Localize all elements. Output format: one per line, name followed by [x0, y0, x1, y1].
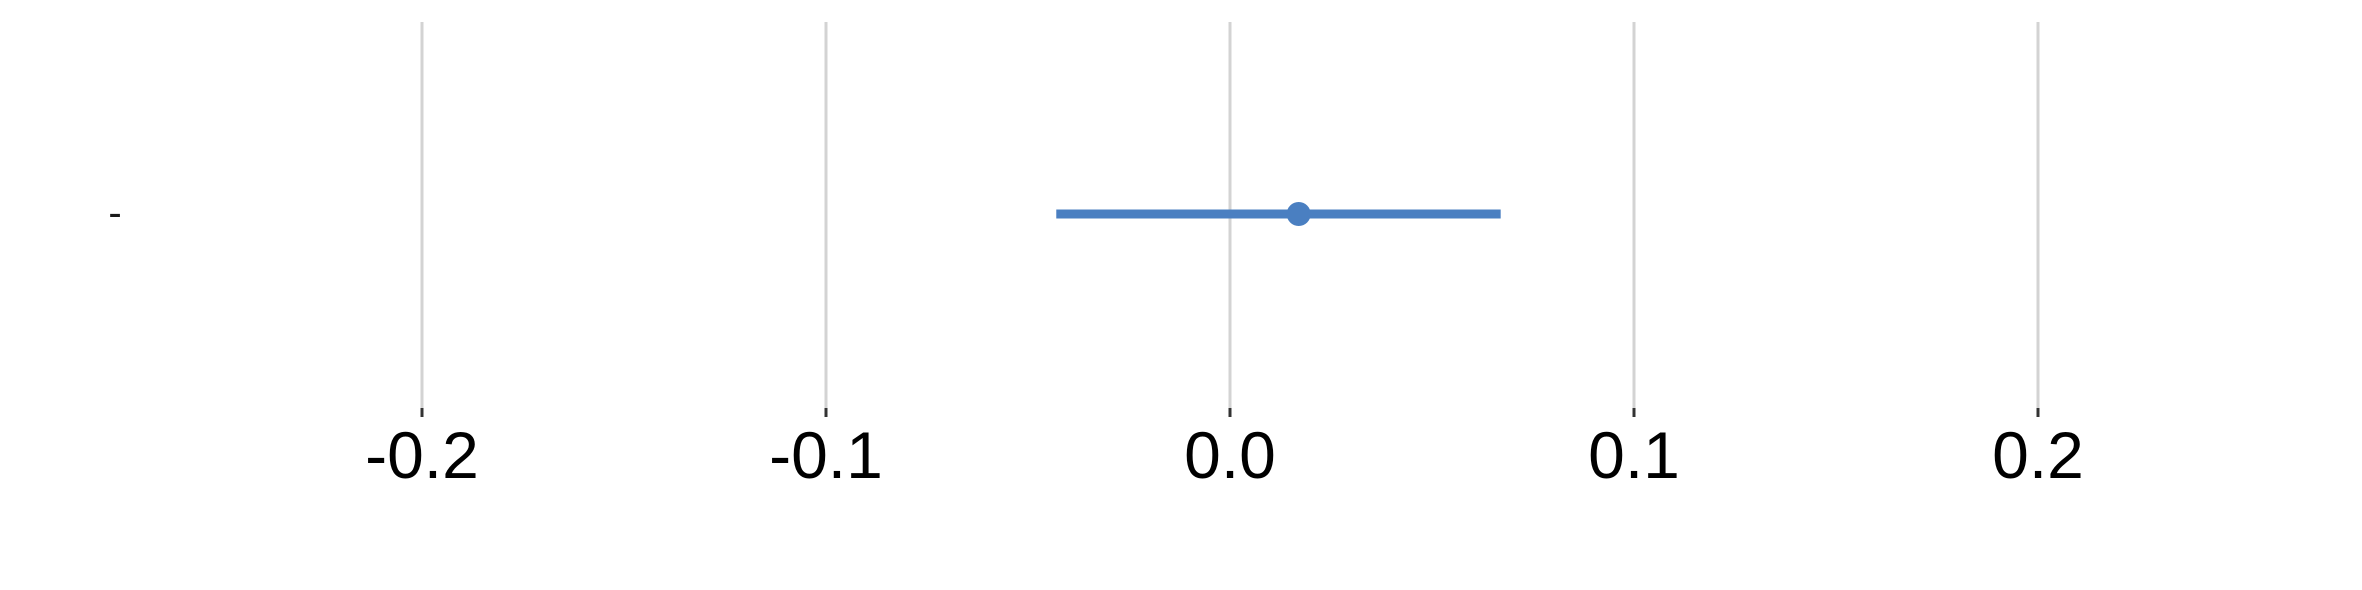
x-tick-label: 0.1	[1588, 418, 1680, 492]
x-axis-tick-labels: -0.2 -0.1 0.0 0.1 0.2	[365, 418, 2084, 492]
y-axis-row-labels: -	[108, 191, 121, 235]
x-tick-label: -0.2	[365, 418, 479, 492]
x-tick-label: -0.1	[769, 418, 883, 492]
point-estimate	[1286, 202, 1311, 226]
x-tick-label: 0.0	[1184, 418, 1276, 492]
estimate-marks	[1056, 202, 1501, 226]
x-axis-ticks	[420, 408, 2040, 417]
x-tick-label: 0.2	[1992, 418, 2084, 492]
row-label: -	[108, 191, 121, 235]
